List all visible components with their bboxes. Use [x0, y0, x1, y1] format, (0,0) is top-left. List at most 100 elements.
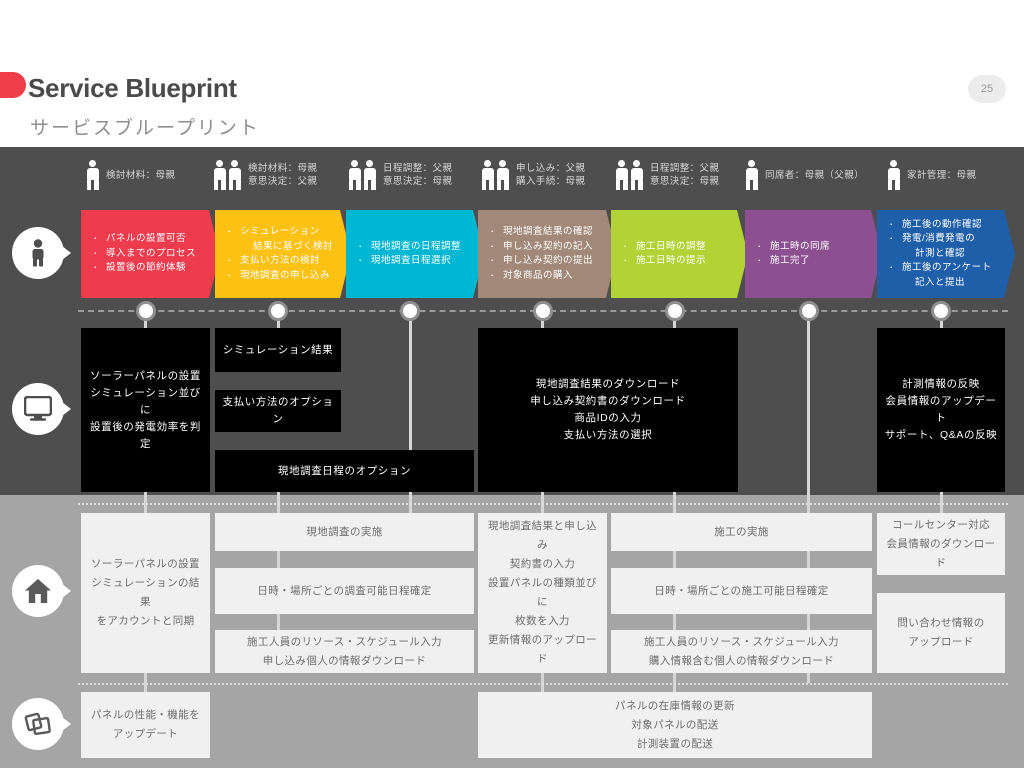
actor-label-line: 申し込み：父親	[516, 163, 586, 174]
actor-group-5: 日程調整：父親意思決定：母親	[615, 160, 719, 190]
person-icon-group	[887, 160, 900, 190]
person-icon-group	[481, 160, 509, 190]
stage-item: 現地調査の申し込み	[223, 269, 345, 284]
support-box-1[interactable]: パネルの性能・機能を アップデート	[81, 692, 210, 758]
person-icon	[745, 160, 758, 190]
page-title: Service Blueprint	[28, 73, 237, 103]
actor-label: 家計管理：母親	[907, 169, 976, 182]
connector-line	[673, 546, 676, 568]
stage-item: 施工日時の調整	[619, 240, 742, 255]
actor-group-2: 検討材料：母親意思決定：父親	[213, 160, 317, 190]
person-icon	[213, 160, 226, 190]
backstage-box-1[interactable]: ソーラーパネルの設置 シミュレーションの結果 をアカウントと同期	[81, 513, 210, 673]
stage-item: 発電/消費発電の	[885, 232, 1009, 247]
actor-label-line: 検討材料：母親	[248, 163, 318, 174]
stage-item: 施工後の動作確認	[885, 218, 1009, 233]
actor-label-line: 意思決定：母親	[650, 176, 720, 187]
digital-touchpoint-box-4[interactable]: 現地調査日程のオプション	[215, 450, 474, 492]
backstage-box-3[interactable]: 日時・場所ごとの調査可能日程確定	[215, 568, 474, 614]
backstage-box-5[interactable]: 現地調査結果と申し込み 契約書の入力 設置パネルの種類並びに 枚数を入力 更新情…	[478, 513, 607, 673]
connector-line	[408, 318, 412, 516]
stage-chevron-4[interactable]: 現地調査結果の確認申し込み契約の記入申し込み契約の提出対象商品の購入	[478, 210, 617, 298]
backstage-box-10[interactable]: 問い合わせ情報の アップロード	[877, 593, 1005, 673]
stage-item: 施工日時の提示	[619, 254, 742, 269]
person-icon-group	[745, 160, 758, 190]
connector-line	[276, 546, 280, 568]
actor-label-line: 日程調整：父親	[383, 163, 453, 174]
person-icon	[615, 160, 628, 190]
person-icon	[228, 160, 241, 190]
actor-label-line: 意思決定：父親	[248, 176, 318, 187]
backstage-box-9[interactable]: コールセンター対応 会員情報のダウンロード	[877, 513, 1005, 575]
connector-line	[673, 608, 676, 630]
interaction-node-1[interactable]	[135, 301, 156, 321]
actor-group-1: 検討材料：母親	[86, 160, 175, 190]
stage-item: 計測と確認	[915, 247, 966, 259]
support-box-2[interactable]: パネルの在庫情報の更新 対象パネルの配送 計測装置の配送	[478, 692, 872, 758]
line-of-internal-interaction	[78, 683, 1008, 685]
line-of-visibility	[78, 503, 1008, 505]
stage-item-list: 現地調査結果の確認申し込み契約の記入申し込み契約の提出対象商品の購入	[486, 225, 611, 283]
stage-item-list: パネルの設置可否導入までのプロセス設置後の節約体験	[89, 232, 214, 276]
backstage-box-2[interactable]: 現地調査の実施	[215, 513, 474, 551]
actor-label: 申し込み：父親購入手続：母親	[516, 162, 585, 188]
interaction-node-7[interactable]	[931, 301, 951, 321]
stage-item-list: 施工時の同席施工完了	[753, 240, 876, 269]
connector-line	[673, 672, 676, 692]
accent-bullet-icon	[0, 72, 26, 98]
digital-touchpoint-box-6[interactable]: 計測情報の反映 会員情報のアップデート サポート、Q&Aの反映	[877, 328, 1005, 492]
digital-touchpoint-box-3[interactable]: 支払い方法のオプション	[215, 390, 341, 432]
digital-touchpoint-box-1[interactable]: ソーラーパネルの設置 シミュレーション並びに 設置後の発電効率を判定	[81, 328, 210, 492]
person-icon-group	[213, 160, 241, 190]
person-icon	[887, 160, 900, 190]
interaction-node-3[interactable]	[400, 301, 420, 321]
stage-item-list: 現地調査の日程調整現地調査日程選択	[354, 240, 478, 269]
actor-label: 検討材料：母親	[106, 169, 175, 182]
stage-item: 支払い方法の検討	[223, 254, 345, 269]
connector-line	[807, 546, 810, 568]
actor-group-3: 日程調整：父親意思決定：母親	[348, 160, 452, 190]
backstage-box-8[interactable]: 施工人員のリソース・スケジュール入力 購入情報含む個人の情報ダウンロード	[611, 630, 872, 673]
person-icon	[630, 160, 643, 190]
stage-chevron-1[interactable]: パネルの設置可否導入までのプロセス設置後の節約体験	[81, 210, 220, 298]
cards-icon	[12, 698, 71, 750]
connector-line	[541, 672, 544, 692]
backstage-box-6[interactable]: 施工の実施	[611, 513, 872, 551]
stage-item: 導入までのプロセス	[89, 247, 214, 262]
person-icon	[363, 160, 376, 190]
interaction-node-6[interactable]	[798, 301, 819, 321]
stage-item: 結果に基づく検討	[253, 240, 334, 252]
stage-item: 記入と提出	[915, 276, 966, 288]
digital-touchpoint-box-5[interactable]: 現地調査結果のダウンロード 申し込み契約書のダウンロード 商品IDの入力 支払い…	[478, 328, 738, 492]
stage-item: 申し込み契約の提出	[486, 254, 611, 269]
stage-chevron-5[interactable]: 施工日時の調整施工日時の提示	[611, 210, 748, 298]
backstage-box-4[interactable]: 施工人員のリソース・スケジュール入力 申し込み個人の情報ダウンロード	[215, 630, 474, 673]
page-subtitle: サービスブループリント	[30, 118, 260, 139]
actor-label: 日程調整：父親意思決定：母親	[650, 162, 719, 188]
stage-item: パネルの設置可否	[89, 232, 214, 247]
page-number-badge: 25	[968, 75, 1006, 103]
actor-group-4: 申し込み：父親購入手続：母親	[481, 160, 585, 190]
stage-chevron-7[interactable]: 施工後の動作確認発電/消費発電の計測と確認施工後のアンケート記入と提出	[877, 210, 1015, 298]
interaction-node-2[interactable]	[268, 301, 288, 321]
monitor-icon	[12, 383, 71, 435]
person-icon	[496, 160, 509, 190]
interaction-node-5[interactable]	[664, 301, 685, 321]
backstage-box-7[interactable]: 日時・場所ごとの施工可能日程確定	[611, 568, 872, 614]
digital-touchpoint-box-2[interactable]: シミュレーション結果	[215, 328, 341, 372]
connector-line	[807, 318, 810, 683]
actor-label-line: 同席者：母親（父親）	[765, 169, 865, 181]
person-icon-group	[86, 160, 99, 190]
actor-group-6: 同席者：母親（父親）	[745, 160, 864, 190]
connector-line	[144, 672, 147, 692]
person-icon	[86, 160, 99, 190]
person-icon	[348, 160, 361, 190]
person-icon-group	[348, 160, 376, 190]
actor-label-line: 家計管理：母親	[907, 169, 977, 181]
interaction-node-4[interactable]	[532, 301, 553, 321]
stage-chevron-3[interactable]: 現地調査の日程調整現地調査日程選択	[346, 210, 484, 298]
stage-chevron-2[interactable]: シミュレーション結果に基づく検討支払い方法の検討現地調査の申し込み	[215, 210, 351, 298]
stage-chevron-6[interactable]: 施工時の同席施工完了	[745, 210, 882, 298]
stage-item: 現地調査の日程調整	[354, 240, 478, 255]
